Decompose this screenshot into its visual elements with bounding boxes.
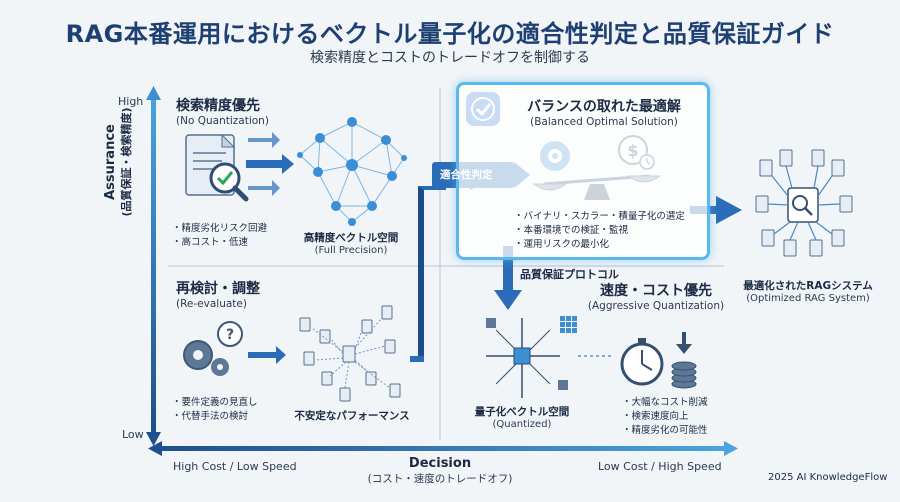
list-item: 高コスト・低速 — [172, 236, 267, 250]
quadrant-top-left-header: 検索精度優先 (No Quantization) — [176, 95, 269, 127]
quadrant-top-left-subtitle: (No Quantization) — [176, 115, 269, 127]
quadrant-bottom-left-subtitle: (Re-evaluate) — [176, 298, 247, 310]
quadrant-bottom-right-header: 速度・コスト優先 (Aggressive Quantization) — [586, 280, 726, 312]
x-axis-left-label: High Cost / Low Speed — [173, 460, 297, 473]
list-item: バイナリ・スカラー・積量子化の選定 — [514, 210, 685, 224]
page-title: RAG本番運用におけるベクトル量子化の適合性判定と品質保証ガイド — [65, 20, 835, 48]
page-subtitle: 検索精度とコストのトレードオフを制御する — [310, 50, 590, 66]
quadrant-bottom-left-title: 再検討・調整 — [176, 281, 260, 297]
quantized-vector-space-icon — [486, 316, 577, 398]
full-precision-caption-main: 高精度ベクトル空間 — [303, 232, 399, 244]
quadrant-top-right-bullets: バイナリ・スカラー・積量子化の選定 本番環境での検証・監視 運用リスクの最小化 — [514, 210, 685, 252]
x-axis-title-sub: (コスト・速度のトレードオフ) — [367, 473, 513, 485]
quantized-caption: 量子化ベクトル空間 (Quantized) — [462, 404, 582, 430]
stopwatch-coins-icon — [620, 332, 697, 389]
qa-protocol-label: 品質保証プロトコル — [520, 268, 619, 281]
full-precision-caption-sub: (Full Precision) — [314, 245, 388, 256]
y-axis-low-label: Low — [122, 428, 144, 441]
quantized-caption-main: 量子化ベクトル空間 — [474, 406, 570, 418]
quadrant-bottom-left-header: 再検討・調整 (Re-evaluate) — [176, 278, 260, 310]
footer-credit: 2025 AI KnowledgeFlow — [768, 472, 888, 483]
quadrant-bottom-right-bullets: 大幅なコスト削減 検索速度向上 精度劣化の可能性 — [622, 396, 708, 438]
fit-check-label: 適合性判定 — [440, 169, 493, 181]
quadrant-bottom-left-bullets: 要件定義の見直し 代替手法の検討 — [172, 396, 258, 424]
list-item: 精度劣化リスク回避 — [172, 222, 268, 236]
y-axis-title-main: Assurance — [103, 124, 118, 200]
quadrant-top-right-title: バランスの取れた最適解 — [527, 99, 681, 115]
optimized-rag-system-icon — [755, 149, 853, 257]
svg-text:?: ? — [226, 327, 234, 343]
list-item: 大幅なコスト削減 — [622, 396, 708, 410]
list-item: 検索速度向上 — [622, 410, 708, 424]
quadrant-bottom-right-title: 速度・コスト優先 — [600, 283, 712, 299]
full-precision-network-icon — [297, 117, 407, 226]
gears-question-icon: ? — [183, 321, 243, 376]
x-axis-title: Decision (コスト・速度のトレードオフ) — [340, 456, 540, 486]
x-axis-title-main: Decision — [408, 456, 472, 471]
y-axis-high-label: High — [118, 95, 144, 108]
quadrant-top-right-header: バランスの取れた最適解 (Balanced Optimal Solution) — [504, 96, 704, 128]
qa-protocol-arrow — [494, 246, 522, 310]
flow-arrows-top-left — [246, 132, 294, 196]
list-item: 要件定義の見直し — [172, 396, 258, 410]
list-item: 本番環境での検証・監視 — [514, 224, 685, 238]
unstable-performance-caption: 不安定なパフォーマンス — [294, 410, 410, 422]
x-axis — [148, 441, 738, 456]
document-search-icon — [185, 133, 249, 202]
optimized-rag-caption: 最適化されたRAGシステム (Optimized RAG System) — [728, 278, 888, 304]
list-item: 代替手法の検討 — [172, 410, 258, 424]
unstable-scatter-icon — [299, 305, 401, 402]
optimized-rag-caption-sub: (Optimized RAG System) — [746, 293, 870, 304]
to-result-arrow — [690, 196, 742, 224]
quantized-caption-sub: (Quantized) — [492, 419, 552, 430]
full-precision-caption: 高精度ベクトル空間 (Full Precision) — [286, 230, 416, 256]
y-axis-title-sub: (品質保証・検索精度) — [120, 107, 133, 217]
quadrant-top-left-bullets: 精度劣化リスク回避 高コスト・低速 — [172, 222, 268, 250]
quadrant-top-right-subtitle: (Balanced Optimal Solution) — [530, 116, 678, 128]
optimized-rag-caption-main: 最適化されたRAGシステム — [743, 280, 873, 292]
quadrant-bottom-right-subtitle: (Aggressive Quantization) — [587, 300, 725, 312]
flow-arrows-bottom-left — [248, 346, 286, 364]
y-axis — [146, 86, 161, 446]
y-axis-title: Assurance (品質保証・検索精度) — [103, 62, 143, 262]
list-item: 精度劣化の可能性 — [622, 424, 708, 438]
list-item: 運用リスクの最小化 — [514, 238, 685, 252]
quadrant-top-left-title: 検索精度優先 — [176, 98, 260, 114]
x-axis-right-label: Low Cost / High Speed — [598, 460, 722, 473]
